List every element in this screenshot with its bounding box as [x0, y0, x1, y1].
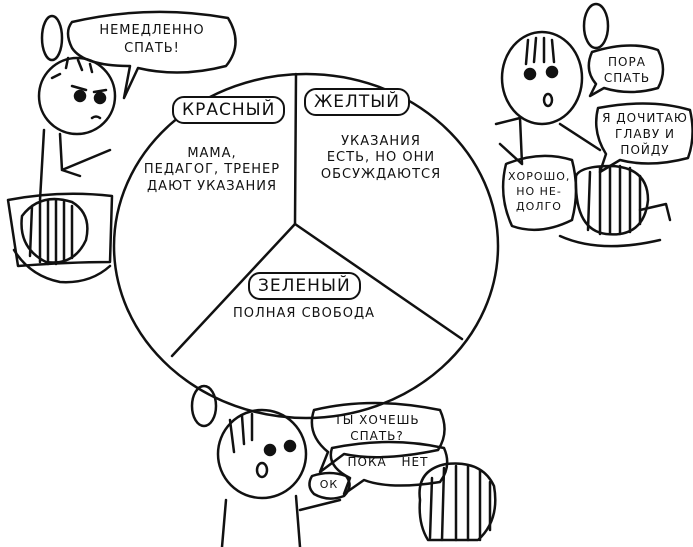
pie-outline — [112, 72, 500, 420]
bubble-right-mom-text: ПОРА СПАТЬ — [603, 55, 651, 86]
right-mom-figure — [494, 2, 610, 166]
bubble-bottom-kid-text: ПОКА НЕТ — [347, 455, 429, 469]
bubble-right-reply-outline — [501, 154, 578, 232]
bubble-top-left-text: НЕМЕДЛЕННО СПАТЬ! — [99, 23, 205, 56]
sector-yellow-title: ЖЕЛТЫЙ — [304, 88, 410, 116]
bubble-right-kid-outline — [595, 102, 693, 174]
pie-divider-right — [293, 222, 464, 341]
left-child-figure — [6, 192, 114, 284]
bubble-right-kid-text: Я ДОЧИТАЮ ГЛАВУ И ПОЙДУ — [602, 111, 688, 158]
pie-divider-left — [170, 222, 297, 358]
bubble-top-left-outline — [66, 10, 237, 100]
sector-green-title: ЗЕЛЕНЫЙ — [248, 272, 361, 300]
bubble-bottom-mom-outline — [310, 401, 446, 474]
bubble-right-reply-text: ХОРОШО, НО НЕ- ДОЛГО — [508, 170, 571, 213]
sector-red-text: МАМА, ПЕДАГОГ, ТРЕНЕР ДАЮТ УКАЗАНИЯ — [143, 146, 281, 194]
bubble-bottom-reply-text: ОК — [319, 478, 339, 491]
sector-yellow-text: УКАЗАНИЯ ЕСТЬ, НО ОНИ ОБСУЖДАЮТСЯ — [320, 134, 442, 182]
sector-green-text: ПОЛНАЯ СВОБОДА — [232, 306, 376, 321]
pie-divider-vertical — [293, 72, 298, 226]
top-left-mom-figure — [37, 14, 117, 202]
right-child-figure — [558, 164, 672, 248]
bubble-bottom-mom-text: ТЫ ХОЧЕШЬ СПАТЬ? — [334, 413, 420, 444]
bottom-mom-figure — [190, 384, 342, 547]
bubble-right-mom-outline — [587, 44, 665, 98]
bubble-bottom-reply-outline — [308, 471, 351, 500]
bottom-child-figure — [418, 462, 497, 542]
sector-red-title: КРАСНЫЙ — [172, 96, 286, 124]
